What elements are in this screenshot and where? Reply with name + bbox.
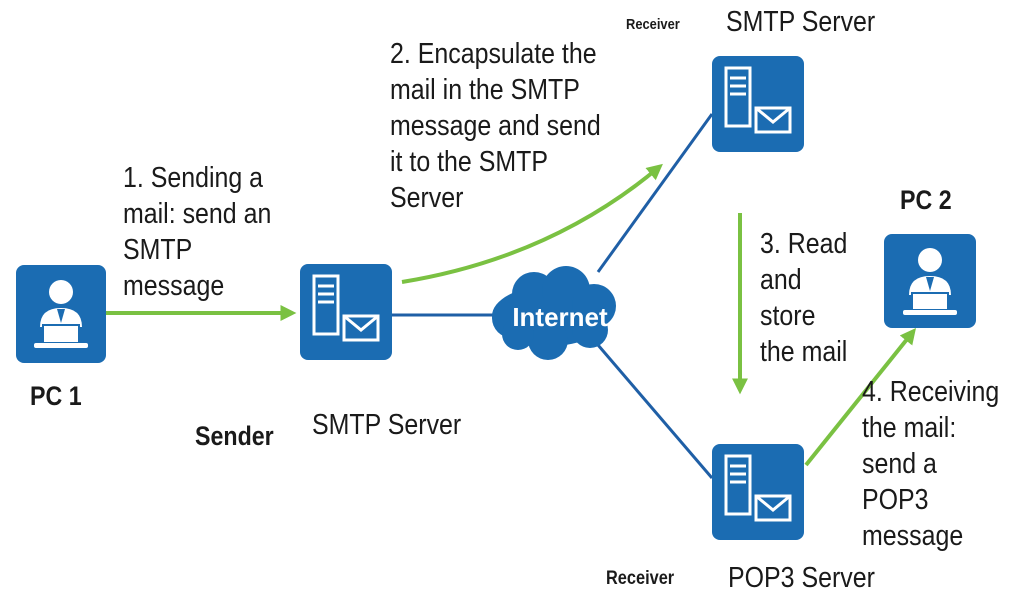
receiver-pop3-server-device — [712, 444, 804, 540]
step-2-label: 2. Encapsulate the mail in the SMTP mess… — [390, 38, 601, 214]
internet-cloud: Internet — [492, 266, 616, 360]
sender-smtp-server-label: SMTP Server — [312, 409, 462, 441]
receiver-smtp-server-device — [712, 56, 804, 152]
pc1-label: PC 1 — [30, 381, 82, 411]
mail-server-icon — [724, 66, 792, 134]
flow-arrow-step4 — [804, 328, 917, 467]
pc-user-icon — [903, 248, 957, 315]
pc-user-icon — [34, 280, 88, 348]
sender-smtp-server-device — [300, 264, 392, 360]
pc1-device — [16, 265, 106, 363]
sender-role-label: Sender — [195, 421, 274, 451]
receiver-smtp-role-label: Receiver — [626, 16, 680, 33]
pc2-label: PC 2 — [900, 185, 952, 215]
internet-label: Internet — [512, 302, 608, 332]
cloud-icon — [492, 266, 616, 360]
flow-arrow-step2 — [401, 163, 663, 284]
mail-server-icon — [312, 274, 380, 342]
step-3-label: 3. Read and store the mail — [760, 228, 848, 368]
receiver-smtp-server-label: SMTP Server — [726, 6, 876, 38]
link-internet-receiver-smtp — [596, 113, 714, 273]
step-1-label: 1. Sending a mail: send an SMTP message — [123, 162, 272, 302]
mail-server-icon — [724, 454, 792, 522]
link-internet-receiver-pop3 — [596, 344, 714, 479]
receiver-pop3-role-label: Receiver — [606, 568, 675, 589]
step-4-label: 4. Receiving the mail: send a POP3 messa… — [862, 376, 1000, 552]
pc2-device — [884, 234, 976, 328]
receiver-pop3-server-label: POP3 Server — [728, 562, 875, 594]
